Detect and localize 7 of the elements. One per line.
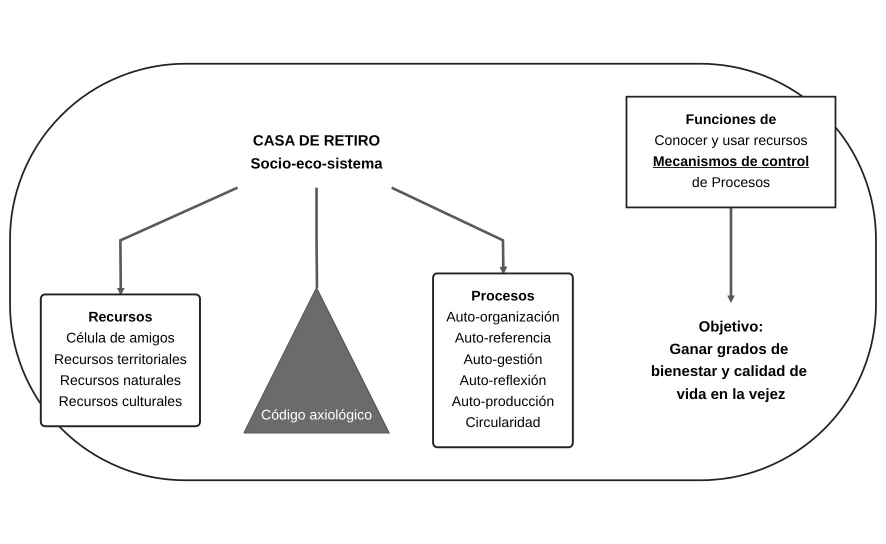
arrow [116,186,238,296]
node-text: CASA DE RETIRO Socio-eco-sistema [250,132,383,172]
connector [315,188,318,288]
node-text: Objetivo: Ganar grados de bienestar y calidad de vida en la vejez [650,318,807,402]
arrow [391,186,508,274]
arrow [727,207,735,303]
node-box: Funciones de Conocer y usar recursos Mecanismos de control de Procesos [626,96,836,208]
